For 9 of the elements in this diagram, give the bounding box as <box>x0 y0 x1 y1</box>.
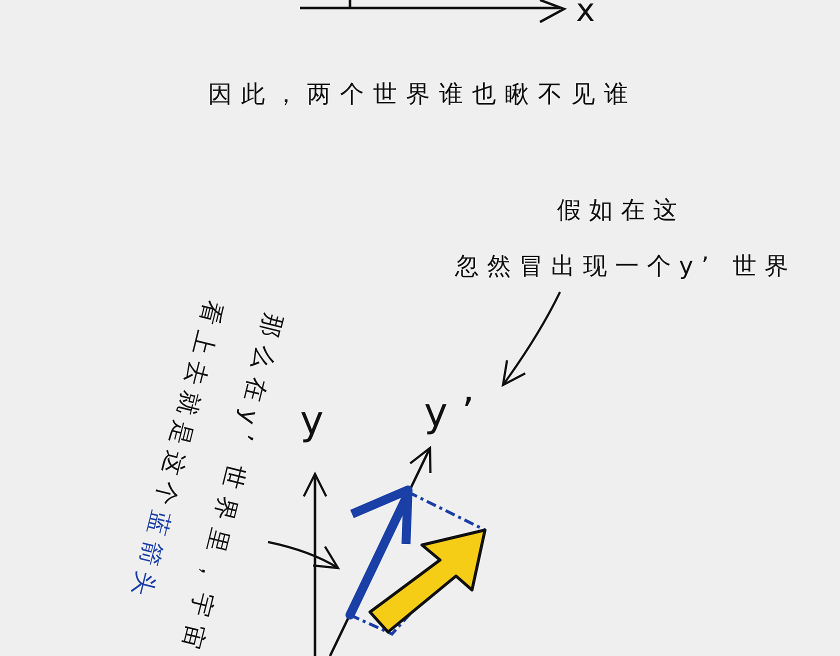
axis-label: y’ <box>424 390 488 436</box>
arrow <box>268 540 340 570</box>
caption-text: 忽然冒出现一个y’ 世界 <box>455 251 796 282</box>
highlighted-text: 蓝箭头 <box>126 508 176 606</box>
caption-text: 因此，两个世界谁也瞅不见谁 <box>208 79 637 110</box>
caption-text: 假如在这 <box>557 195 685 226</box>
axis-label: y <box>300 398 324 444</box>
arrow <box>502 292 561 386</box>
axis-label: x <box>576 0 595 29</box>
